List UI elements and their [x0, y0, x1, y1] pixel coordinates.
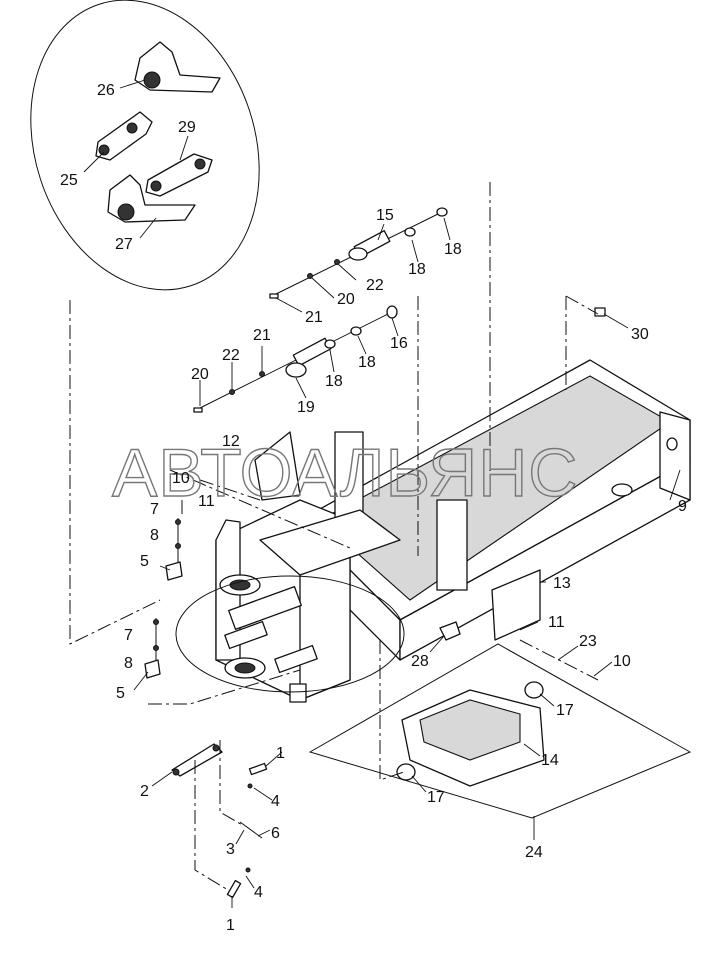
callout-21a: 21	[305, 309, 323, 326]
callout-19: 19	[297, 399, 315, 416]
callout-11b: 11	[548, 614, 565, 631]
callout-5b: 5	[116, 685, 125, 702]
bolt-stack-upper	[165, 518, 183, 581]
callout-23: 23	[579, 633, 597, 650]
callout-18d: 18	[325, 373, 343, 390]
callout-11a: 11	[198, 493, 215, 510]
mount-plate-area	[308, 643, 692, 819]
callout-1b: 1	[226, 917, 235, 934]
callout-17a: 17	[556, 702, 574, 719]
main-frame	[215, 307, 691, 703]
bracket-plate-27	[107, 174, 196, 223]
callout-7b: 7	[124, 627, 133, 644]
callout-22a: 22	[366, 277, 384, 294]
pin-assembly-lower	[193, 305, 398, 413]
pin-assembly-upper	[269, 207, 448, 299]
callout-10a: 10	[172, 470, 190, 487]
callout-25: 25	[60, 172, 78, 189]
callout-7a: 7	[150, 501, 159, 518]
callout-9: 9	[678, 498, 687, 515]
clevis-25	[95, 111, 153, 161]
callout-15: 15	[376, 207, 394, 224]
callout-4a: 4	[271, 793, 280, 810]
callout-2: 2	[140, 783, 149, 800]
callout-5a: 5	[140, 553, 149, 570]
callout-8b: 8	[124, 655, 133, 672]
callout-3: 3	[226, 841, 235, 858]
leader-lines	[83, 79, 681, 908]
callout-20b: 20	[191, 366, 209, 383]
callout-labels: 26 25 29 27 15 18 18 22 20 21 16 18 18 2…	[60, 82, 687, 934]
callout-10b: 10	[613, 653, 631, 670]
callout-12: 12	[222, 433, 240, 450]
assembly-lines	[69, 182, 599, 891]
callout-22b: 22	[222, 347, 240, 364]
callout-30: 30	[631, 326, 649, 343]
callout-18a: 18	[408, 261, 426, 278]
callout-18b: 18	[444, 241, 462, 258]
callout-18c: 18	[358, 354, 376, 371]
cover-plate-13	[491, 569, 541, 641]
callout-8a: 8	[150, 527, 159, 544]
callout-24: 24	[525, 844, 543, 861]
callout-16: 16	[390, 335, 408, 352]
callout-1a: 1	[276, 745, 285, 762]
detail-oval	[30, 0, 260, 291]
callout-6: 6	[271, 825, 280, 842]
callout-27: 27	[115, 236, 133, 253]
detail-circle	[175, 575, 405, 693]
callout-14: 14	[541, 752, 559, 769]
callout-28: 28	[411, 653, 429, 670]
lever-assembly	[171, 743, 268, 899]
bracket-plate-26	[134, 41, 221, 93]
bolt-stack-lower	[144, 618, 161, 679]
callout-13: 13	[553, 575, 571, 592]
callout-4b: 4	[254, 884, 263, 901]
watermark: АВТОАЛЬЯНС	[112, 435, 578, 511]
callout-20a: 20	[337, 291, 355, 308]
callout-17b: 17	[427, 789, 445, 806]
callout-29: 29	[178, 119, 196, 136]
clevis-29	[145, 153, 213, 197]
callout-26: 26	[97, 82, 115, 99]
callout-21b: 21	[253, 327, 271, 344]
